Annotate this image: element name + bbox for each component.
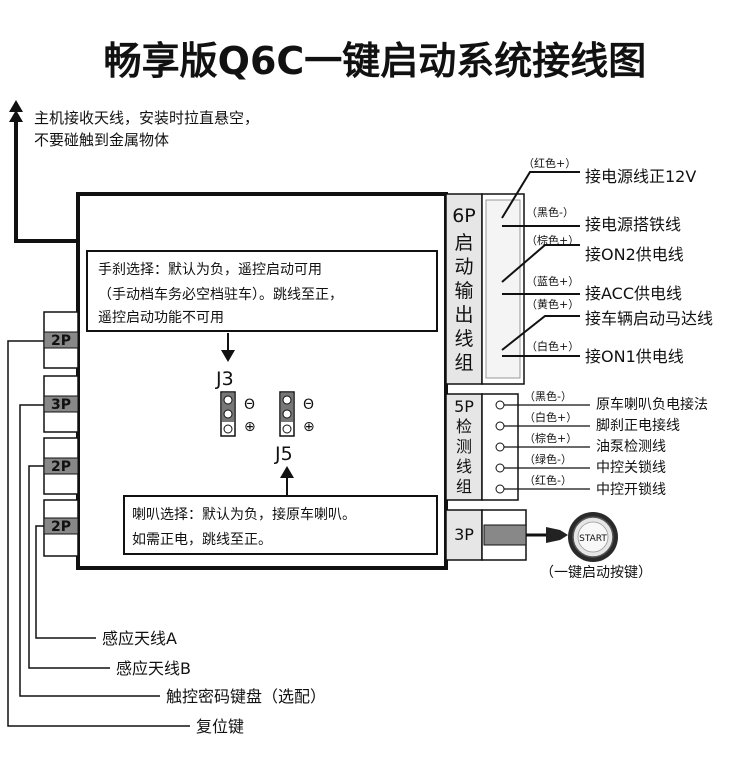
output-wire-desc: 接车辆启动马达线 [585,309,713,328]
horn-note-box [123,495,438,555]
detect-group-header: 5P [454,397,474,416]
detect-group-char: 线 [456,457,472,476]
handbrake-note-line3: 遥控启动功能不可用 [98,310,224,326]
output-group-char: 启 [454,232,473,254]
horn-note-line2: 如需正电，跳线至正。 [132,532,272,548]
left-connector-3[interactable]: 2P [43,437,79,495]
output-wire-color: （蓝色+） [526,274,579,288]
detect-wire-color: （白色+） [524,410,577,424]
output-wire-desc: 接ACC供电线 [585,284,682,303]
output-group-char: 出 [454,304,473,326]
detect-wire-color: （棕色+） [524,431,577,445]
detect-connector-5p[interactable] [445,393,519,501]
start-button-caption: （一键启动按键） [540,565,652,581]
left-connector-wires [7,340,190,727]
detect-wire-color: （黑色-） [524,389,572,403]
output-group-char: 组 [454,352,473,374]
detect-group-char: 组 [456,477,472,496]
antenna-note-line1: 主机接收天线，安装时拉直悬空， [34,109,259,127]
left-connector-1[interactable]: 2P [43,311,79,369]
horn-note-line1: 喇叭选择：默认为负，接原车喇叭。 [132,506,356,523]
j3-negative-symbol: Θ [244,397,255,413]
start-connector-header: 3P [454,525,474,544]
output-wire-color: （黑色-） [526,205,574,219]
output-wire-color: （黄色+） [526,297,579,311]
output-group-header: 6P [452,205,476,227]
left-connector-label: 2P [51,459,71,475]
output-wire-desc: 接ON1供电线 [585,347,684,366]
antenna-arrow-icon [9,100,23,112]
left-connector-2[interactable]: 3P [43,375,79,433]
detect-wire-desc: 中控关锁线 [596,460,666,476]
detect-wire-desc: 脚刹正电接线 [596,417,680,434]
detect-group-name: 检 测 线 组 [456,417,472,496]
j5-positive-symbol: ⊕ [303,419,315,435]
detect-wire-desc: 中控开锁线 [596,482,666,498]
start-button[interactable]: START [568,512,618,562]
output-wire-color: （白色+） [526,339,579,353]
j3-positive-symbol: ⊕ [244,419,256,435]
output-wire-desc: 接电源线正12V [585,167,696,186]
detect-wire-color: （绿色-） [524,452,572,466]
output-wire-color: （棕色+） [526,233,579,247]
start-cable [526,527,568,543]
output-wire-color: （红色+） [523,156,576,170]
handbrake-note-box [86,250,438,332]
left-connector-label: 3P [51,397,71,413]
down-arrow-icon [221,350,235,362]
output-group-name: 启 动 输 出 线 组 [454,232,473,374]
antenna-note-line2: 不要碰触到金属物体 [34,131,169,149]
jumper-j3[interactable] [220,391,236,437]
antenna-lead [9,100,80,243]
antenna-arrow-icon [9,110,23,122]
bottom-label-antenna-b: 感应天线B [116,659,191,678]
detect-group-char: 测 [456,437,472,456]
detect-wire-desc: 原车喇叭负电接法 [596,396,708,413]
left-connector-label: 2P [51,519,71,535]
bottom-label-antenna-a: 感应天线A [102,629,177,648]
up-arrow-icon [280,466,294,478]
output-wires [501,171,580,357]
jumper-j3-label: J3 [215,368,234,390]
output-wire-desc: 接电源搭铁线 [585,215,681,234]
j5-negative-symbol: Θ [303,397,314,413]
detect-group-char: 检 [456,417,472,436]
output-wire-desc: 接ON2供电线 [585,245,684,264]
jumper-j5[interactable] [279,391,295,437]
page-title: 畅享版Q6C一键启动系统接线图 [104,39,647,83]
detect-wires [504,404,590,490]
detect-wire-desc: 油泵检测线 [596,439,666,455]
output-group-char: 动 [454,256,473,278]
jumper-j5-label: J5 [274,443,293,465]
bottom-label-reset: 复位键 [196,717,244,736]
output-group-char: 输 [454,280,473,302]
left-connector-4[interactable]: 2P [43,499,79,557]
detect-wire-color: （红色-） [524,473,572,487]
start-button-text: START [579,534,607,544]
handbrake-note-line1: 手刹选择：默认为负，遥控启动可用 [98,262,322,278]
left-connector-label: 2P [51,333,71,349]
handbrake-note-line2: （手动档车务必空档驻车）。跳线至正， [98,286,343,303]
bottom-label-keypad: 触控密码键盘（选配） [166,687,326,706]
output-group-char: 线 [454,328,473,350]
